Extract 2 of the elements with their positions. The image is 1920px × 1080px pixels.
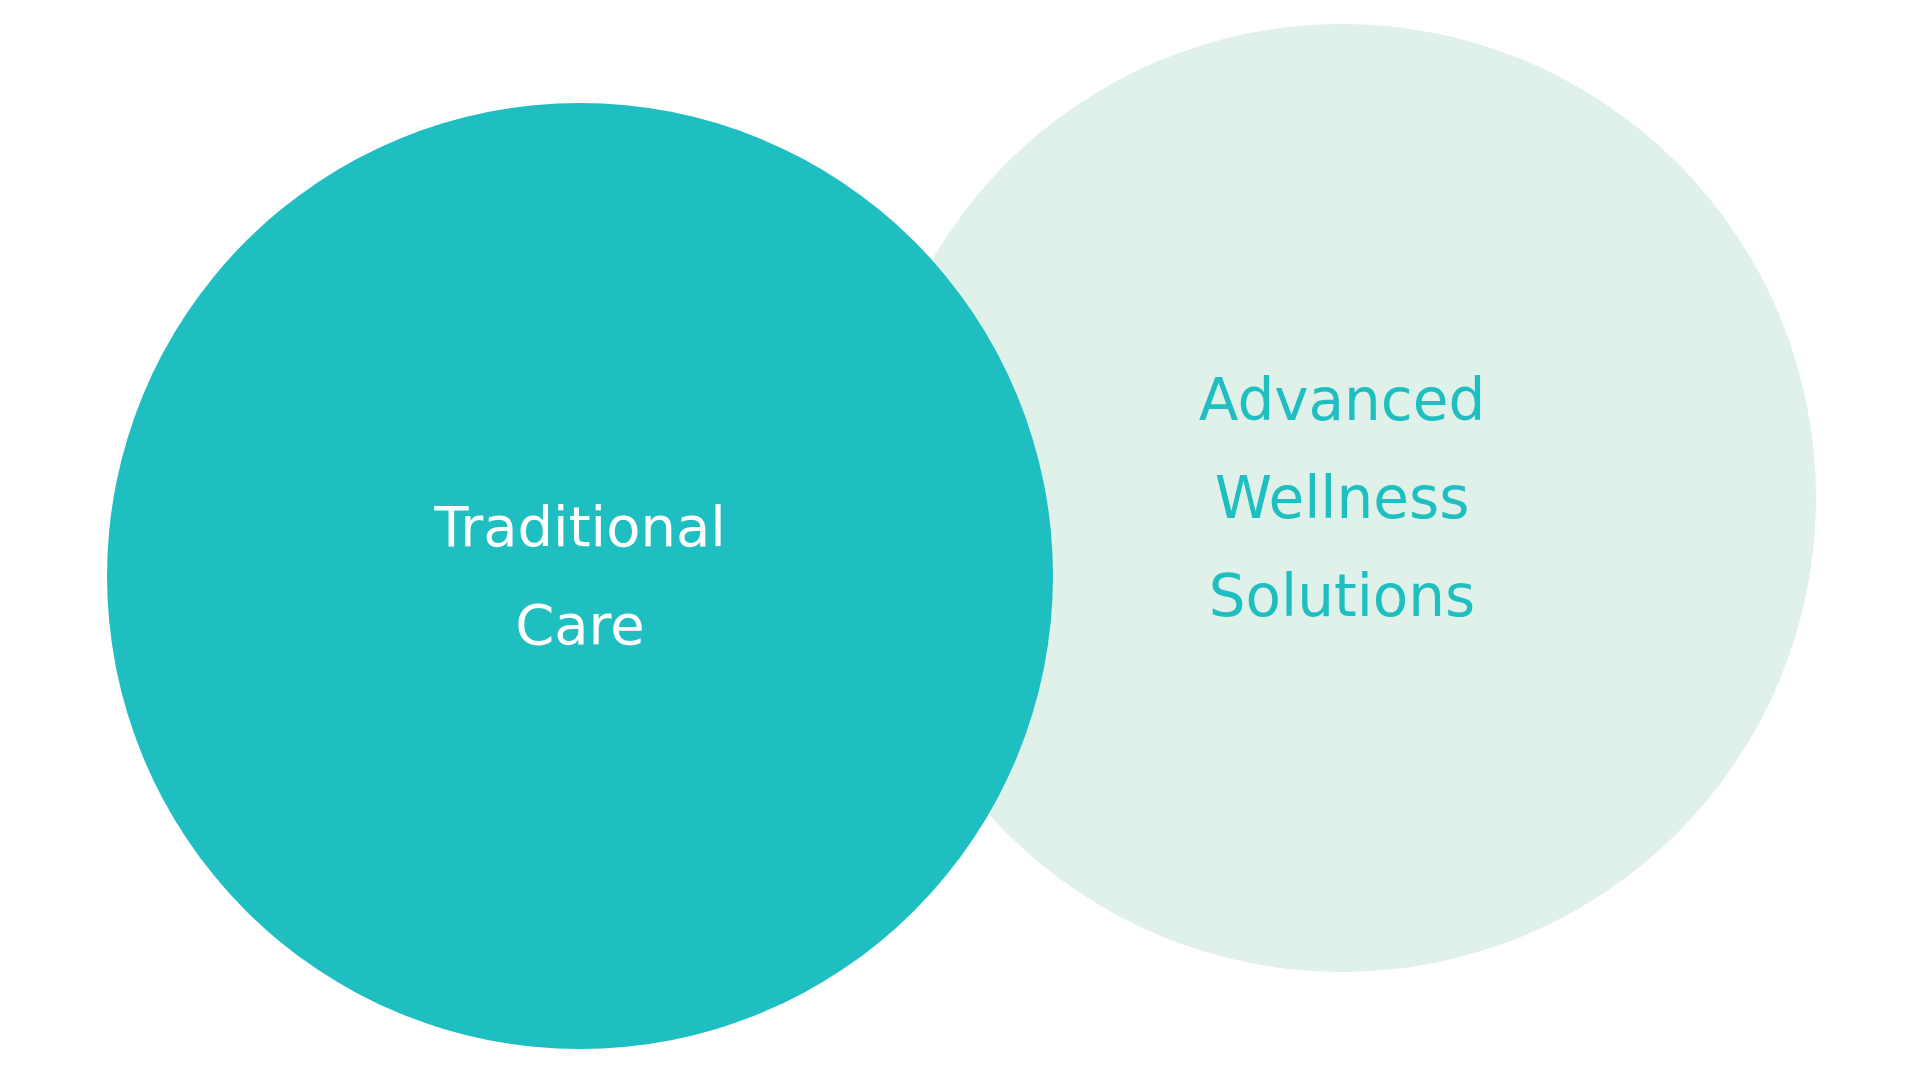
- circle-label: Advanced Wellness Solutions: [1197, 365, 1487, 632]
- circle-label: Traditional Care: [433, 493, 727, 659]
